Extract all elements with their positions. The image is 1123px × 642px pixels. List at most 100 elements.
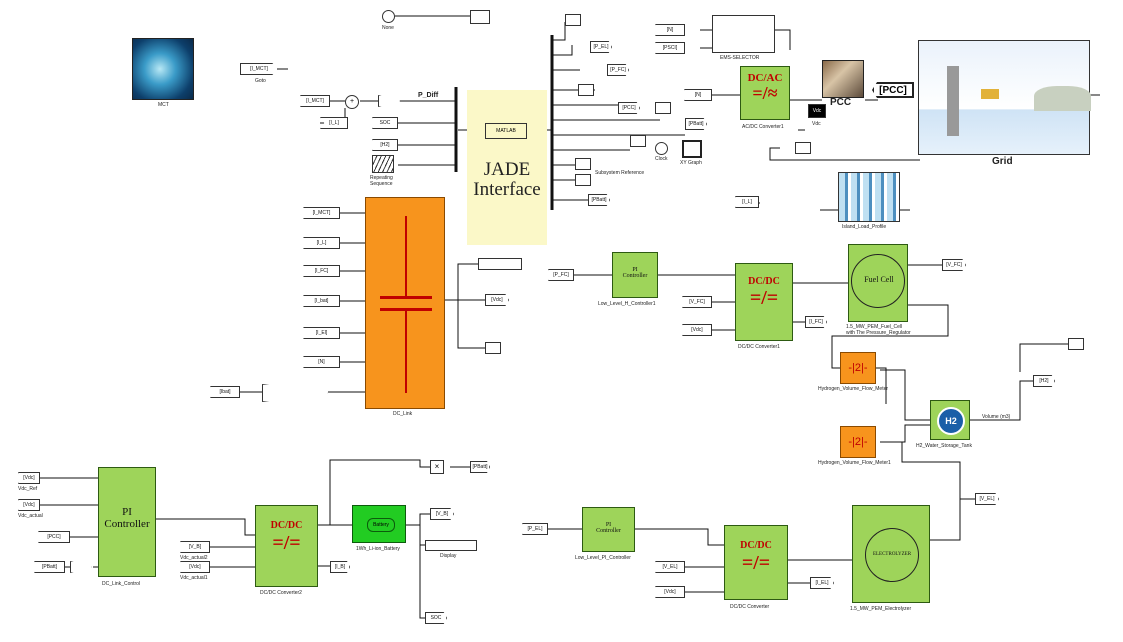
el-out-tag[interactable]: [V_EL]	[975, 493, 999, 505]
h2-meter-2[interactable]: -|2|-	[840, 426, 876, 458]
el-pi-in[interactable]: [P_EL]	[522, 523, 548, 535]
vdc-label: Vdc	[812, 121, 821, 127]
fc-out-tag[interactable]: [V_FC]	[942, 259, 966, 271]
bat-product[interactable]: ×	[430, 460, 444, 474]
bat-dcdc-in-2-label: Vdc_actual1	[180, 575, 208, 581]
h2-tank-label: H2_Water_Storage_Tank	[916, 443, 972, 449]
out-tag-4[interactable]: [PBatt]	[685, 118, 707, 130]
p-l-from-tag[interactable]: [I_L]	[320, 117, 348, 129]
mct-goto-tag[interactable]: [I_MCT]	[240, 63, 278, 75]
bat-dcdc-label: DC/DC Converter2	[260, 590, 302, 596]
out-scope-2[interactable]	[578, 84, 594, 96]
bat-pi-title: PI Controller	[99, 506, 155, 530]
repeating-sequence-icon[interactable]	[372, 155, 394, 173]
pcc-image[interactable]	[822, 60, 864, 98]
el-dcdc-in-2[interactable]: [Vdc]	[655, 586, 685, 598]
fc-pi-controller[interactable]: PI Controller	[612, 252, 658, 298]
el-dcdc-out[interactable]: [I_EL]	[810, 577, 834, 589]
bat-soc-tag[interactable]: SOC	[425, 612, 447, 624]
fc-pi-in[interactable]: [P_FC]	[548, 269, 574, 281]
fc-dcdc-converter[interactable]: DC/DC =/=	[735, 263, 793, 341]
dclink-scope-2[interactable]	[485, 342, 501, 354]
fc-dcdc-title: DC/DC	[736, 276, 792, 287]
bat-product-out[interactable]: [PBatt]	[470, 461, 490, 473]
p-diff-label: P_Diff	[418, 92, 438, 99]
h2-out-tag[interactable]: [H2]	[1033, 375, 1055, 387]
fuel-cell-block[interactable]: Fuel Cell	[848, 244, 908, 322]
island-load-image[interactable]	[838, 172, 900, 222]
h2-meter-2-label: Hydrogen_Volume_Flow_Meter1	[818, 460, 891, 466]
el-dcdc-converter[interactable]: DC/DC =/=	[724, 525, 788, 600]
ems-selector-block[interactable]	[712, 15, 775, 53]
battery-label: 1Wh_Li-ion_Battery	[356, 546, 400, 552]
acdc-symbol: =/≈	[741, 84, 789, 102]
out-scope-5[interactable]	[575, 158, 591, 170]
h2-meter-1-label: Hydrogen_Volume_Flow_Meter	[818, 386, 888, 392]
bat-pi-controller[interactable]: PI Controller	[98, 467, 156, 577]
clock-label: Clock	[655, 156, 668, 162]
time-scope[interactable]	[470, 10, 490, 24]
xy-graph-block[interactable]	[682, 140, 702, 158]
grid-image[interactable]	[918, 40, 1090, 155]
out-tag-3[interactable]: [PCC]	[618, 102, 640, 114]
el-dcdc-symbol: =/=	[725, 551, 787, 575]
dc-link-label: DC_Link	[393, 411, 412, 417]
el-dcdc-in-1[interactable]: [V_EL]	[655, 561, 685, 573]
pcc-tag[interactable]: [PCC]	[872, 82, 914, 98]
dclink-out-tag[interactable]: [Vdc]	[485, 294, 509, 306]
electrolyzer-block[interactable]: ELECTROLYZER	[852, 505, 930, 603]
dclink-from-ibat[interactable]: [Ibat]	[210, 386, 240, 398]
battery-block[interactable]: Battery	[352, 505, 406, 543]
dclink-scope-1[interactable]	[478, 258, 522, 270]
bat-dcdc-out[interactable]: [I_B]	[330, 561, 350, 573]
h2-scope[interactable]	[1068, 338, 1084, 350]
p-mct-from-tag[interactable]: [I_MCT]	[300, 95, 330, 107]
mct-turbine-image[interactable]	[132, 38, 194, 100]
bat-dcdc-symbol: =/=	[256, 531, 317, 555]
fc-dcdc-out[interactable]: [I_FC]	[805, 316, 827, 328]
h2-tank-block[interactable]: H2	[930, 400, 970, 440]
xy-graph-label: XY Graph	[680, 160, 702, 166]
bat-dcdc-converter[interactable]: DC/DC =/=	[255, 505, 318, 587]
bat-dcdc-in-1-label: Vdc_actual2	[180, 555, 208, 561]
el-pi-controller[interactable]: PI Controller	[582, 507, 635, 552]
out-scope-4[interactable]	[630, 135, 646, 147]
bat-in-4[interactable]: [PBatt]	[34, 561, 65, 573]
vdc-block[interactable]: Vdc	[808, 104, 826, 118]
matlab-function-block[interactable]: MATLAB	[485, 123, 527, 139]
out-scope-3[interactable]	[655, 102, 671, 114]
clock-icon[interactable]	[382, 10, 395, 23]
bat-dcdc-in-2[interactable]: [Vdc]	[180, 561, 210, 573]
bat-dcdc-in-1[interactable]: [V_B]	[180, 541, 210, 553]
pcc-label: PCC	[830, 97, 851, 108]
ems-in-1[interactable]: [N]	[655, 24, 685, 36]
out-tag-2[interactable]: [P_FC]	[607, 64, 629, 76]
acdc-in-tag[interactable]: [N]	[684, 89, 712, 101]
grid-tower-icon	[947, 66, 959, 136]
ems-in-2[interactable]: [PSCI]	[655, 42, 685, 54]
acdc-converter-block[interactable]: DC/AC =/≈	[740, 66, 790, 120]
bat-in-2-label: Vdc_actual	[18, 513, 43, 519]
bat-out-tag[interactable]: [V_B]	[430, 508, 454, 520]
out-tag-1[interactable]: [P_EL]	[590, 41, 612, 53]
acdc-label: AC/DC Converter1	[742, 124, 784, 130]
out-scope-1[interactable]	[565, 14, 581, 26]
el-pi-title: PI Controller	[583, 522, 634, 534]
sum-block[interactable]: +	[345, 95, 359, 109]
clock-block[interactable]	[655, 142, 668, 155]
fuel-cell-title: Fuel Cell	[849, 275, 909, 284]
fc-dcdc-in-2[interactable]: [Vdc]	[682, 324, 712, 336]
grid-scope[interactable]	[795, 142, 811, 154]
out-scope-6[interactable]	[575, 174, 591, 186]
el-pi-label: Low_Level_PI_Controller	[575, 555, 631, 561]
grid-platform-icon	[981, 89, 999, 99]
fc-dcdc-in-1[interactable]: [V_FC]	[682, 296, 712, 308]
out-tag-5[interactable]: [PBatt]	[588, 194, 610, 206]
bat-display-label: Display	[440, 553, 456, 559]
capacitor-symbol-2	[405, 311, 407, 393]
time-label: None	[382, 25, 394, 31]
h2-meter-1[interactable]: -|2|-	[840, 352, 876, 384]
jade-interface-block[interactable]: MATLAB JADE Interface	[467, 90, 547, 245]
bat-display[interactable]	[425, 540, 477, 551]
dc-link-block[interactable]	[365, 197, 445, 409]
